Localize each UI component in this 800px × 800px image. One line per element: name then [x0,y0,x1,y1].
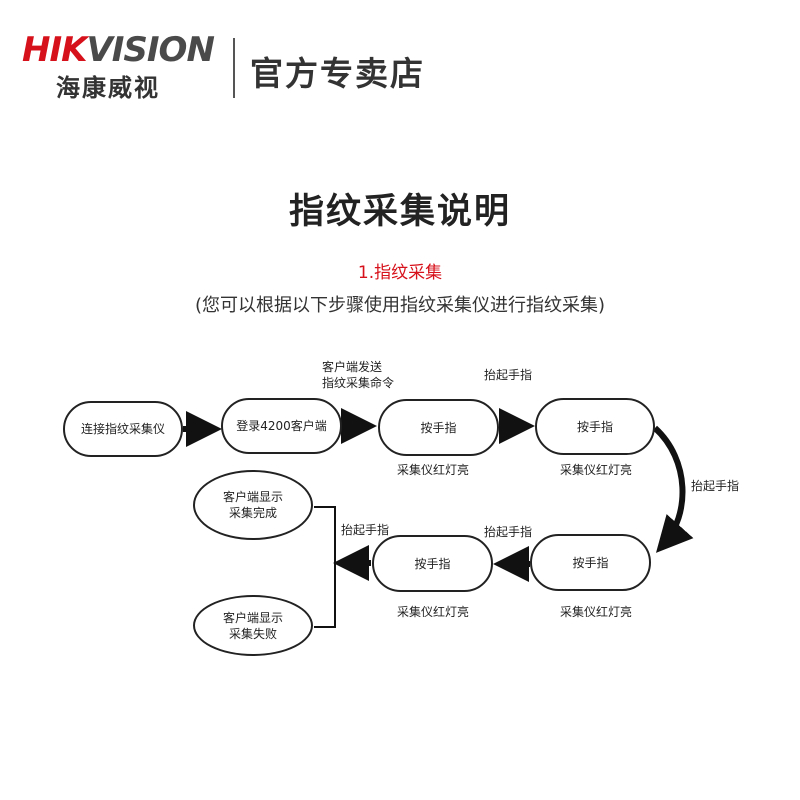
label-lift-finger-left: 抬起手指 [341,523,390,537]
node-press-finger-1: 按手指 [378,399,499,456]
instruction-note: (您可以根据以下步骤使用指纹采集仪进行指纹采集) [194,295,606,316]
brand-logo-gray-part: VISION [86,30,214,70]
node-press-finger-2-label: 按手指 [576,419,613,434]
capture-complete-line2: 采集完成 [228,506,277,520]
label-lift-finger-top: 抬起手指 [484,368,533,382]
capture-complete-line1: 客户端显示 [222,490,283,504]
label-lift-finger-mid: 抬起手指 [484,525,533,539]
label-send-command-line2: 指纹采集命令 [322,376,395,390]
brand-logo-cn: 海康威视 [56,74,160,102]
label-red-light-1: 采集仪红灯亮 [397,463,470,477]
node-login-client-label: 登录4200客户端 [236,419,327,433]
section-subtitle: 1.指纹采集 [357,263,443,283]
node-press-finger-1-label: 按手指 [420,420,457,435]
node-connect-scanner: 连接指纹采集仪 [63,401,183,457]
label-lift-finger-right: 抬起手指 [691,479,740,493]
node-press-finger-3-label: 按手指 [572,555,609,570]
arrow-press2-to-press3 [652,425,694,553]
node-capture-failed: 客户端显示采集失败 [193,595,313,656]
capture-failed-line1: 客户端显示 [222,610,283,625]
capture-failed-line2: 采集失败 [228,626,277,641]
node-press-finger-2: 按手指 [535,398,655,455]
label-send-command-line1: 客户端发送 [322,360,383,374]
node-capture-complete: 客户端显示采集完成 [193,470,313,540]
node-capture-complete-label: 客户端显示采集完成 [223,489,283,521]
brand-logo-en: HIKVISION [22,30,215,70]
node-connect-scanner-label: 连接指纹采集仪 [80,422,165,436]
node-login-client: 登录4200客户端 [221,398,342,454]
label-send-command: 客户端发送 指纹采集命令 [322,359,394,391]
node-press-finger-3: 按手指 [530,534,651,591]
label-red-light-2: 采集仪红灯亮 [560,463,633,477]
node-press-finger-4-label: 按手指 [414,556,451,571]
node-press-finger-4: 按手指 [372,535,493,592]
brand-logo-red-part: HIK [22,30,87,70]
node-capture-failed-label: 客户端显示采集失败 [223,610,283,642]
page-title: 指纹采集说明 [288,192,511,232]
store-name: 官方专卖店 [250,54,425,93]
label-red-light-4: 采集仪红灯亮 [397,605,470,619]
label-red-light-3: 采集仪红灯亮 [560,605,633,619]
branch-bracket [314,506,336,628]
header-divider [233,38,235,98]
